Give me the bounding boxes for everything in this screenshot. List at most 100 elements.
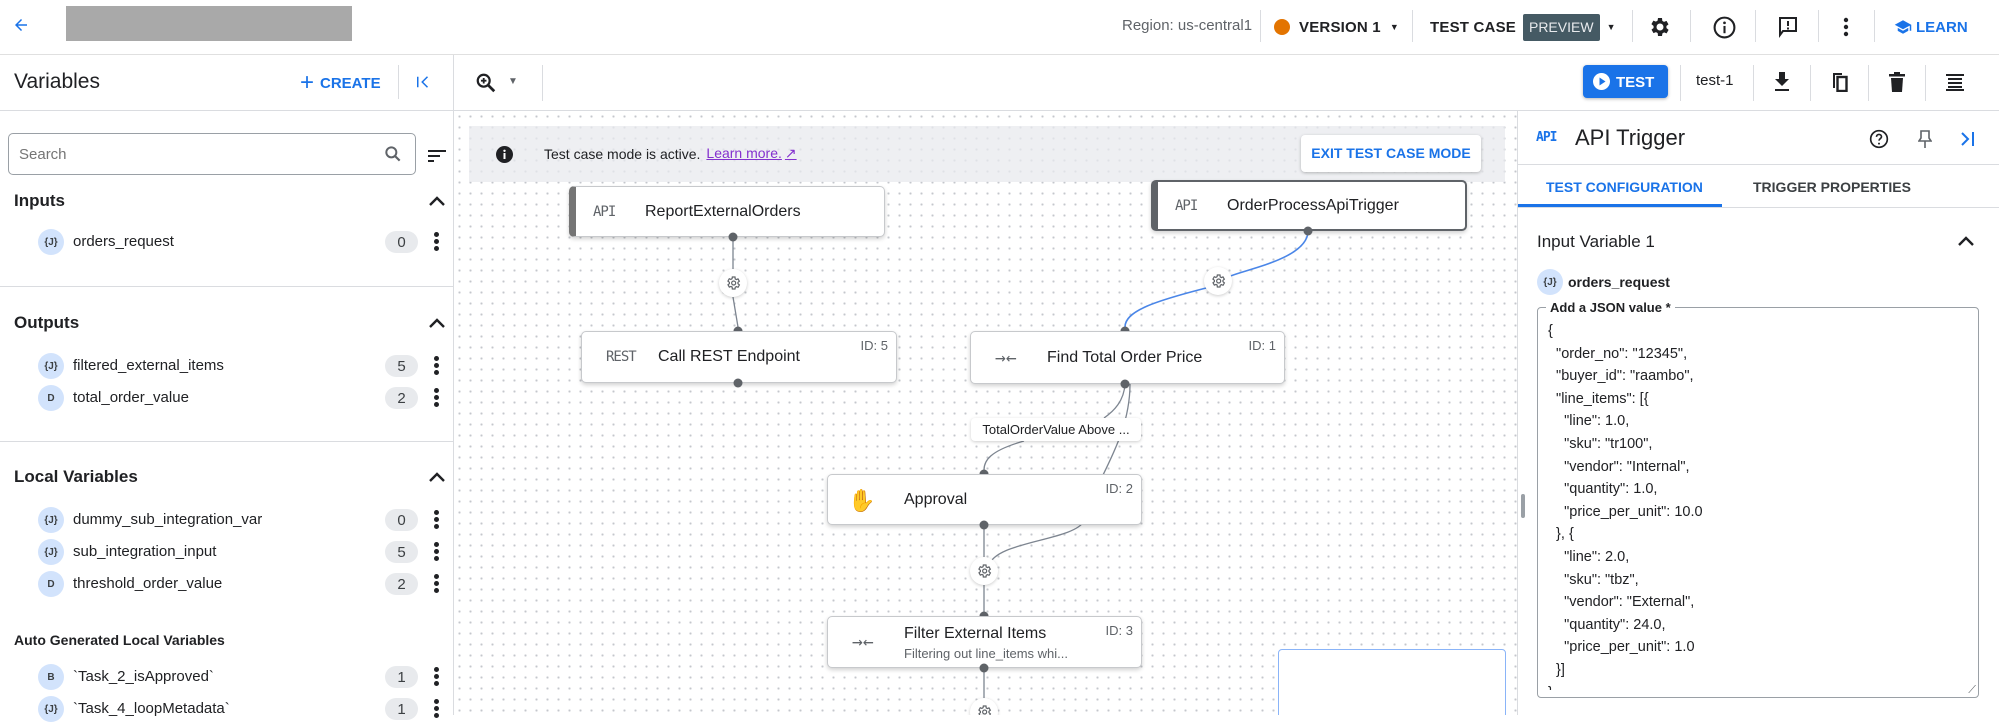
api-icon: API: [1536, 130, 1558, 145]
node-id: ID: 2: [1105, 481, 1133, 496]
variable-row[interactable]: {J} dummy_sub_integration_var 0: [0, 505, 453, 535]
collapse-panel-icon[interactable]: [410, 69, 436, 95]
divider: [1260, 10, 1261, 42]
connector-dot[interactable]: [979, 520, 989, 530]
chevron-up-icon[interactable]: [1956, 231, 1976, 251]
variable-row[interactable]: D total_order_value 2: [0, 383, 453, 413]
more-vert-icon[interactable]: [428, 665, 444, 689]
chevron-up-icon[interactable]: [428, 191, 446, 211]
search-icon[interactable]: [381, 142, 405, 166]
connector-dot[interactable]: [1303, 226, 1313, 236]
node-name: ReportExternalOrders: [645, 202, 801, 220]
help-icon[interactable]: [1866, 126, 1892, 152]
chevron-up-icon[interactable]: [428, 313, 446, 333]
info-icon[interactable]: [1710, 13, 1738, 41]
test-case-name[interactable]: test-1: [1696, 72, 1734, 89]
variable-row[interactable]: {J} orders_request 0: [0, 227, 453, 257]
learn-more-link[interactable]: Learn more. ↗: [706, 145, 796, 162]
divider: [1818, 10, 1819, 42]
more-vert-icon[interactable]: [1834, 13, 1858, 41]
hand-approval-icon: ✋: [848, 488, 876, 513]
node-id: ID: 1: [1248, 338, 1276, 353]
connector-dot[interactable]: [979, 663, 989, 673]
edge-condition-gear-icon[interactable]: [1204, 267, 1232, 295]
edge-condition-gear-icon[interactable]: [970, 557, 998, 585]
edge: [983, 440, 1025, 471]
open-in-new-icon: ↗: [784, 145, 797, 161]
divider: [1412, 10, 1413, 42]
connector-dot[interactable]: [1120, 379, 1130, 389]
tab-label: TRIGGER PROPERTIES: [1753, 179, 1911, 195]
integration-canvas[interactable]: Test case mode is active. Learn more. ↗ …: [454, 111, 1517, 715]
resize-grip-icon[interactable]: ⟋: [1968, 684, 1976, 696]
test-button[interactable]: TEST: [1583, 65, 1668, 98]
more-vert-icon[interactable]: [428, 540, 444, 564]
panel-title: API Trigger: [1575, 125, 1686, 150]
task-node-find-total-order-price[interactable]: →← Find Total Order Price ID: 1: [970, 331, 1285, 384]
back-arrow-icon[interactable]: [8, 12, 34, 38]
section-title: Input Variable 1: [1537, 232, 1655, 251]
divider: [1925, 65, 1926, 101]
more-vert-icon[interactable]: [428, 386, 444, 410]
edge-condition-label[interactable]: TotalOrderValue Above ...: [971, 418, 1141, 441]
download-icon[interactable]: [1770, 69, 1794, 95]
variable-row[interactable]: {J} sub_integration_input 5: [0, 537, 453, 567]
variable-row[interactable]: D threshold_order_value 2: [0, 569, 453, 599]
search-input[interactable]: [19, 142, 359, 166]
list-view-icon[interactable]: [1943, 69, 1967, 95]
minimap[interactable]: [1278, 649, 1506, 715]
task-node-approval[interactable]: ✋ Approval ID: 2: [827, 474, 1142, 525]
variable-name: orders_request: [73, 233, 174, 250]
trigger-node-report-external-orders[interactable]: API ReportExternalOrders: [569, 186, 885, 237]
task-node-filter-external-items[interactable]: →← Filter External Items Filtering out l…: [827, 616, 1142, 668]
search-input-wrapper: [8, 133, 416, 175]
json-type-badge: {J}: [38, 229, 64, 255]
json-type-badge: {J}: [38, 696, 64, 722]
more-vert-icon[interactable]: [428, 508, 444, 532]
create-label: CREATE: [320, 74, 381, 92]
delete-icon[interactable]: [1885, 69, 1909, 95]
json-value-input[interactable]: { "order_no": "12345", "buyer_id": "raam…: [1548, 320, 1968, 690]
variable-name: `Task_2_isApproved`: [73, 668, 214, 685]
more-vert-icon[interactable]: [428, 230, 444, 254]
feedback-icon[interactable]: [1774, 13, 1802, 41]
version-selector[interactable]: VERSION 1 ▼: [1274, 14, 1399, 40]
learn-button[interactable]: LEARN: [1894, 14, 1968, 40]
trigger-node-order-process-api[interactable]: API OrderProcessApiTrigger: [1151, 180, 1467, 231]
create-variable-button[interactable]: + CREATE: [300, 70, 381, 96]
more-vert-icon[interactable]: [428, 572, 444, 596]
chevron-up-icon[interactable]: [428, 467, 446, 487]
edge-condition-gear-icon[interactable]: [719, 269, 747, 297]
data-mapping-icon: →←: [995, 347, 1017, 368]
test-case-selector[interactable]: TEST CASE PREVIEW ▼: [1430, 13, 1615, 41]
more-vert-icon[interactable]: [428, 697, 444, 721]
pin-icon[interactable]: [1912, 126, 1938, 152]
divider: [1753, 65, 1754, 101]
exit-test-case-mode-button[interactable]: EXIT TEST CASE MODE: [1301, 135, 1481, 172]
edge-condition-gear-icon[interactable]: [970, 698, 998, 715]
settings-gear-icon[interactable]: [1645, 13, 1673, 41]
sort-filter-icon[interactable]: [426, 145, 448, 167]
variable-name: sub_integration_input: [73, 543, 217, 560]
tab-test-configuration[interactable]: TEST CONFIGURATION: [1518, 165, 1722, 207]
json-value-field: Add a JSON value * { "order_no": "12345"…: [1537, 300, 1979, 698]
connector-dot[interactable]: [728, 232, 738, 242]
divider: [1518, 164, 1999, 165]
panel-resize-handle[interactable]: [1521, 494, 1525, 518]
close-panel-icon[interactable]: [1955, 126, 1981, 152]
variable-row[interactable]: {J} `Task_4_loopMetadata` 1: [0, 694, 453, 724]
task-node-call-rest-endpoint[interactable]: REST Call REST Endpoint ID: 5: [581, 331, 897, 383]
variable-name: threshold_order_value: [73, 575, 223, 592]
learn-more-label: Learn more.: [706, 145, 782, 161]
copy-icon[interactable]: [1828, 69, 1852, 95]
version-label: VERSION 1: [1299, 18, 1381, 36]
zoom-menu[interactable]: ▼: [474, 69, 524, 97]
usage-count: 0: [385, 231, 418, 253]
variable-name: `Task_4_loopMetadata`: [73, 700, 230, 717]
variable-row[interactable]: {J} filtered_external_items 5: [0, 351, 453, 381]
variable-row[interactable]: B `Task_2_isApproved` 1: [0, 662, 453, 692]
tab-trigger-properties[interactable]: TRIGGER PROPERTIES: [1722, 165, 1932, 207]
more-vert-icon[interactable]: [428, 354, 444, 378]
variable-name: total_order_value: [73, 389, 189, 406]
connector-dot[interactable]: [733, 378, 743, 388]
